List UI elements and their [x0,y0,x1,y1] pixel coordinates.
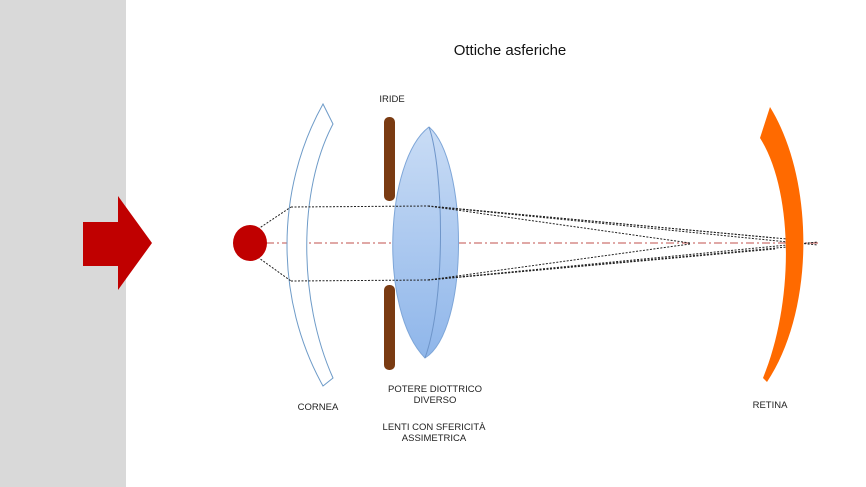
cornea-shape [286,102,334,387]
diagram-title: Ottiche asferiche [453,42,567,59]
potere-diottrico-line2: DIVERSO [413,395,457,406]
potere-diottrico-line1: POTERE DIOTTRICO [388,384,482,395]
aspheric-lens [392,126,459,359]
iride-label: IRIDE [379,94,405,105]
incoming-light-arrow-icon [83,196,152,290]
cornea-label: CORNEA [297,402,339,413]
object-point [233,225,267,261]
lenti-sfericita-line1: LENTI CON SFERICITÀ [382,422,486,433]
aspheric-lens-edge [424,126,441,359]
lenti-sfericita-label: LENTI CON SFERICITÀ ASSIMETRICA [372,422,496,444]
refracted-rays [427,205,819,281]
retina-label: RETINA [752,400,788,411]
lenti-sfericita-line2: ASSIMETRICA [401,433,467,444]
potere-diottrico-label: POTERE DIOTTRICO DIVERSO [380,384,490,406]
iris-lower [384,285,395,370]
retina-shape [760,107,804,382]
iris-upper [384,117,395,201]
